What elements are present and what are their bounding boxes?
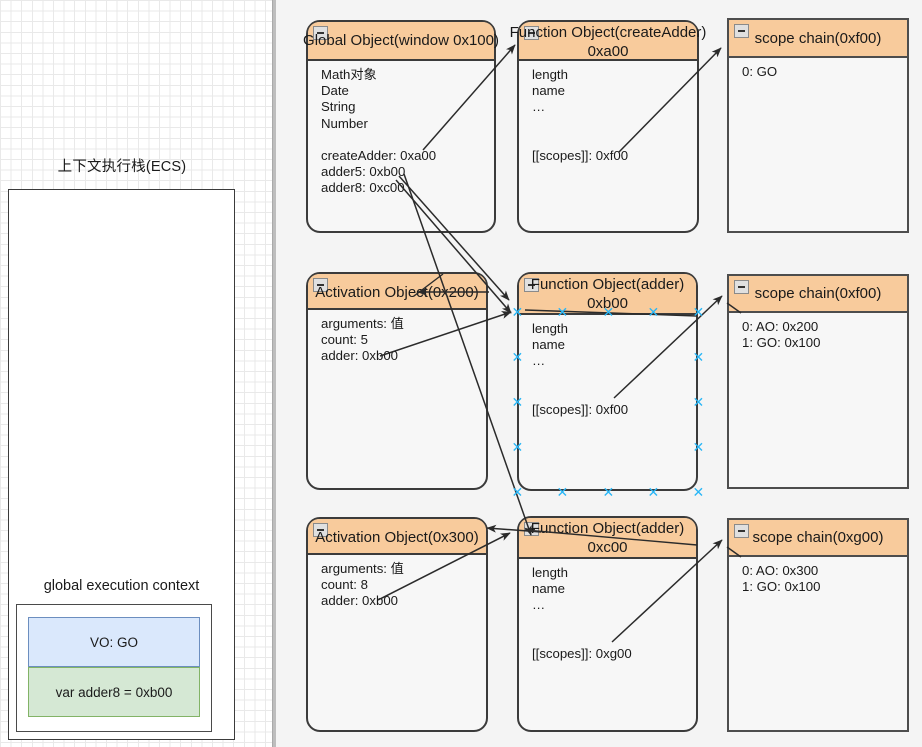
node-scope-chain-0xf00-top[interactable]: scope chain(0xf00) 0: GO — [727, 18, 909, 233]
node-body-global-object: Math对象 Date String Number createAdder: 0… — [321, 67, 437, 196]
minus-icon[interactable] — [524, 278, 539, 292]
arrow-scopes-g00-to-scopechain-g00 — [611, 539, 723, 643]
minus-icon[interactable] — [313, 523, 328, 537]
resize-handle-n2[interactable] — [603, 307, 614, 318]
minus-icon[interactable] — [734, 280, 749, 294]
resize-handle-w2[interactable] — [512, 397, 523, 408]
arrow-adder8-to-fnobj-b00-area — [398, 175, 510, 301]
global-execution-context-box[interactable]: VO: GO var adder8 = 0xb00 — [16, 604, 212, 732]
arrow-adder-b00-to-fnobj — [379, 311, 512, 357]
resize-handle-s3[interactable] — [648, 487, 659, 498]
panel-divider — [272, 0, 276, 747]
resize-handle-e1[interactable] — [693, 352, 704, 363]
arrow-scopes-f00-to-scopechain-mid — [613, 295, 723, 399]
line-scopechain-g00-tick — [726, 546, 742, 558]
var-adder8-row[interactable]: var adder8 = 0xb00 — [28, 667, 200, 717]
line-fnobj-c00-cross — [524, 529, 698, 546]
resize-handle-ne[interactable] — [693, 307, 704, 318]
arrow-adder-c00-to-fnobj-c00 — [377, 532, 511, 601]
node-body-scope-chain-0xf00-top: 0: GO — [742, 64, 778, 79]
minus-icon[interactable] — [524, 26, 539, 40]
node-scope-chain-0xg00[interactable]: scope chain(0xg00) 0: AO: 0x300 1: GO: 0… — [727, 518, 909, 732]
arrow-adder8-to-fnobj-c00 — [403, 173, 532, 536]
line-activation-0x200-top — [413, 273, 444, 297]
resize-handle-s1[interactable] — [557, 487, 568, 498]
node-body-function-object-createadder: length name … [[scopes]]: 0xf00 — [532, 67, 629, 164]
arrow-activation-0x200-diag — [300, 302, 488, 358]
node-activation-object-0x200[interactable]: Activation Object(0x200) arguments: 值 co… — [306, 272, 488, 490]
node-body-scope-chain-0xf00-mid: 0: AO: 0x200 1: GO: 0x100 — [742, 319, 821, 351]
minus-icon[interactable] — [734, 24, 749, 38]
execution-context-stack-label: 上下文执行栈(ECS) — [57, 159, 187, 175]
resize-handle-se[interactable] — [693, 487, 704, 498]
minus-icon[interactable] — [734, 524, 749, 538]
arrow-fnobj-createadder-to-scopechain — [618, 47, 722, 153]
resize-handle-nw[interactable] — [512, 307, 523, 318]
node-activation-object-0x300[interactable]: Activation Object(0x300) arguments: 值 co… — [306, 517, 488, 732]
node-body-activation-object-0x300: arguments: 值 count: 8 adder: 0xb00 — [321, 561, 404, 609]
vo-row[interactable]: VO: GO — [28, 617, 200, 667]
arrow-fnobjc00-to-activation-0x300 — [486, 524, 542, 533]
arrow-createadder-to-fnobj — [422, 44, 516, 151]
node-body-function-object-adder-0xb00: length name … [[scopes]]: 0xf00 — [532, 321, 629, 418]
minus-icon[interactable] — [313, 26, 328, 40]
resize-handle-n1[interactable] — [557, 307, 568, 318]
resize-handle-w3[interactable] — [512, 442, 523, 453]
resize-handle-n3[interactable] — [648, 307, 659, 318]
resize-handle-s2[interactable] — [603, 487, 614, 498]
node-body-activation-object-0x200: arguments: 值 count: 5 adder: 0xb00 — [321, 316, 404, 364]
node-body-function-object-adder-0xc00: length name … [[scopes]]: 0xg00 — [532, 565, 632, 662]
arrow-adder5-to-fnobj-b00 — [395, 179, 512, 314]
line-scopechain-mid-tick — [726, 302, 742, 314]
resize-handle-sw[interactable] — [512, 487, 523, 498]
resize-handle-e2[interactable] — [693, 397, 704, 408]
minus-icon[interactable] — [313, 278, 328, 292]
node-global-object[interactable]: Global Object(window 0x100) Math对象 Date … — [303, 20, 499, 233]
global-execution-context-label: global execution context — [43, 578, 200, 594]
resize-handle-e3[interactable] — [693, 442, 704, 453]
resize-handle-w1[interactable] — [512, 352, 523, 363]
node-body-scope-chain-0xg00: 0: AO: 0x300 1: GO: 0x100 — [742, 563, 821, 595]
